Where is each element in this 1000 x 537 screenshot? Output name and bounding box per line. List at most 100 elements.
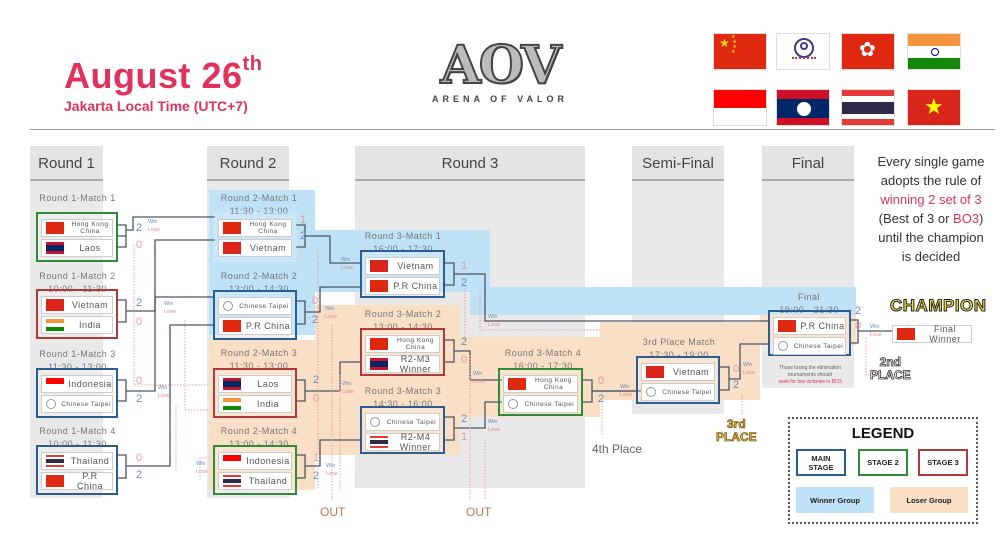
score: 2 — [312, 314, 319, 326]
china-flag-icon — [897, 328, 915, 340]
match-final[interactable]: P.R China Chinese Taipei — [768, 310, 851, 356]
team-china[interactable]: P.R China — [41, 471, 113, 491]
thailand-flag-icon — [223, 475, 241, 487]
score: 2 — [136, 222, 143, 234]
score: 2 — [313, 470, 320, 482]
china-flag-icon: ★ ★ ★ ★★ — [713, 33, 767, 70]
team-thailand[interactable]: Thailand — [218, 472, 292, 490]
match-r1m1[interactable]: Hong Kong China Laos — [36, 212, 118, 262]
score: 0 — [855, 320, 862, 332]
team-indonesia[interactable]: Indonesia — [218, 452, 292, 470]
score: 0 — [461, 354, 468, 366]
match-3rd-place[interactable]: Vietnam Chinese Taipei — [636, 356, 720, 404]
team-chinese-taipei[interactable]: Chinese Taipei — [365, 413, 440, 431]
india-flag-icon — [223, 398, 241, 410]
score: 2 — [733, 379, 740, 391]
hong-kong-flag-icon — [46, 222, 64, 234]
final-winner[interactable]: Final Winner — [892, 324, 972, 344]
laos-flag-icon — [776, 89, 830, 126]
team-vietnam[interactable]: Vietnam — [365, 257, 440, 275]
india-flag-icon — [46, 319, 64, 331]
legend-stage3: STAGE 3 — [918, 449, 968, 476]
score: 2 — [313, 374, 320, 386]
vietnam-flag-icon: ★ — [907, 89, 961, 126]
team-china[interactable]: P.R China — [773, 317, 846, 335]
team-chinese-taipei[interactable]: Chinese Taipei — [503, 395, 578, 413]
team-indonesia[interactable]: Indonesia — [41, 375, 113, 393]
team-hong-kong[interactable]: Hong Kong China — [365, 335, 440, 353]
team-chinese-taipei[interactable]: Chinese Taipei — [773, 337, 846, 355]
r1m1-title: Round 1-Match 1 — [39, 193, 116, 203]
indonesia-flag-icon — [713, 89, 767, 126]
team-india[interactable]: India — [218, 395, 292, 413]
team-vietnam[interactable]: Vietnam — [641, 363, 715, 381]
laos-flag-icon — [370, 358, 388, 370]
team-chinese-taipei[interactable]: Chinese Taipei — [218, 297, 292, 315]
chinese-taipei-flag-icon — [46, 399, 56, 409]
chinese-taipei-flag-icon — [776, 33, 830, 70]
out-label: OUT — [466, 505, 492, 519]
score: 2 — [461, 277, 468, 289]
match-r3m3[interactable]: Chinese Taipei R2-M4 Winner — [360, 406, 445, 454]
score: 0 — [598, 375, 605, 387]
china-flag-icon — [223, 320, 241, 332]
match-r1m3[interactable]: Indonesia Chinese Taipei — [36, 368, 118, 418]
vietnam-flag-icon — [370, 260, 388, 272]
final-header: Final — [762, 146, 854, 181]
chinese-taipei-flag-icon — [778, 341, 788, 351]
round3-header: Round 3 — [355, 146, 585, 181]
vietnam-flag-icon — [46, 299, 64, 311]
hong-kong-flag-icon — [223, 222, 241, 234]
team-thailand[interactable]: Thailand — [41, 452, 113, 470]
match-r2m3[interactable]: Laos India — [213, 368, 297, 418]
score: 1 — [461, 431, 468, 443]
round2-header: Round 2 — [207, 146, 289, 181]
team-r2m4-winner[interactable]: R2-M4 Winner — [365, 432, 440, 452]
score: 2 — [855, 305, 862, 317]
team-vietnam[interactable]: Vietnam — [41, 296, 113, 314]
team-china[interactable]: P.R China — [365, 277, 440, 295]
legend-stage2: STAGE 2 — [858, 449, 908, 476]
team-hong-kong[interactable]: Hong Kong China — [41, 219, 113, 237]
team-laos[interactable]: Laos — [41, 239, 113, 257]
semifinal-header: Semi-Final — [632, 146, 724, 181]
match-r1m4[interactable]: Thailand P.R China — [36, 445, 118, 495]
team-chinese-taipei[interactable]: Chinese Taipei — [41, 395, 113, 413]
match-r2m1[interactable]: Hong Kong China Vietnam — [213, 212, 297, 262]
team-r2m3-winner[interactable]: R2-M3 Winner — [365, 354, 440, 374]
match-r3m2[interactable]: Hong Kong China R2-M3 Winner — [360, 328, 445, 376]
team-hong-kong[interactable]: Hong Kong China — [218, 219, 292, 237]
chinese-taipei-flag-icon — [508, 399, 518, 409]
match-r1m2[interactable]: Vietnam India — [36, 289, 118, 339]
header-divider — [30, 129, 995, 130]
match-r3m1[interactable]: Vietnam P.R China — [360, 250, 445, 298]
page-title: August 26th — [64, 53, 263, 96]
team-laos[interactable]: Laos — [218, 375, 292, 393]
match-r2m2[interactable]: Chinese Taipei P.R China — [213, 290, 297, 340]
legend-main-stage: MAIN STAGE — [796, 449, 846, 476]
team-india[interactable]: India — [41, 316, 113, 334]
vietnam-flag-icon — [223, 242, 241, 254]
team-hong-kong[interactable]: Hong Kong China — [503, 375, 578, 393]
team-chinese-taipei[interactable]: Chinese Taipei — [641, 383, 715, 401]
match-r3m4[interactable]: Hong Kong China Chinese Taipei — [498, 368, 583, 416]
team-china[interactable]: P.R China — [218, 317, 292, 335]
match-r2m4[interactable]: Indonesia Thailand — [213, 445, 297, 495]
laos-flag-icon — [46, 242, 64, 254]
team-vietnam[interactable]: Vietnam — [218, 239, 292, 257]
